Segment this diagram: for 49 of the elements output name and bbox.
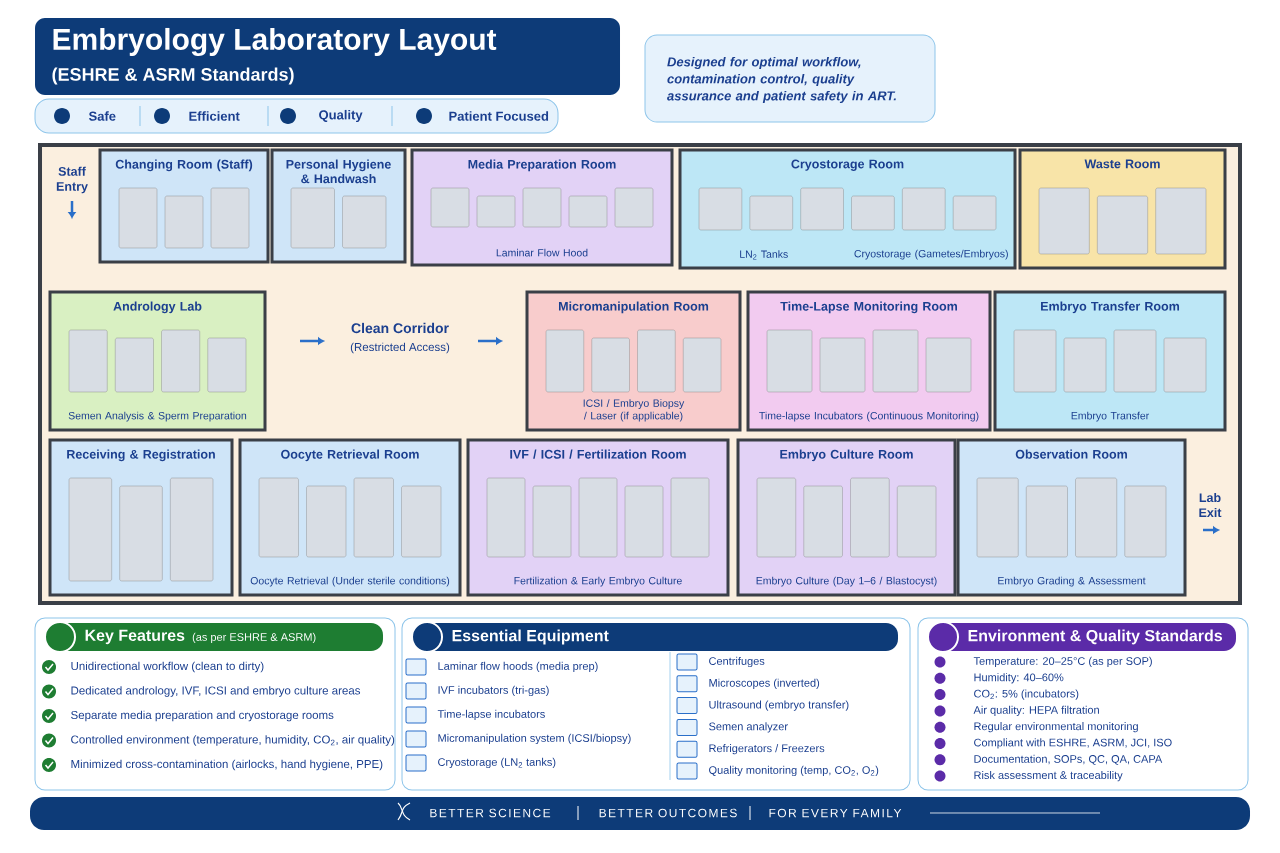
list-item: IVF incubators (tri-gas) — [438, 685, 549, 697]
list-item: Microscopes (inverted) — [709, 678, 820, 689]
list-item: Ultrasound (embryo transfer) — [709, 700, 849, 711]
room-caption: Time-lapse Incubators (Continuous Monitoring) — [759, 411, 979, 422]
list-item: Controlled environment (temperature, humidity, CO$_{2}$, air quality) — [71, 735, 395, 746]
corridor-label: Clean Corridor — [351, 322, 449, 334]
room-caption: Semen Analysis & Sperm Preparation — [68, 411, 247, 422]
subtitle: (ESHRE & ASRM Standards) — [52, 67, 294, 85]
list-item: Air quality: HEPA filtration — [973, 705, 1099, 716]
list-item: Refrigerators / Freezers — [709, 744, 825, 755]
door-label: Staff Entry — [56, 166, 88, 194]
list-item: Semen analyzer — [709, 722, 788, 733]
list-item: Documentation, SOPs, QC, QA, CAPA — [974, 754, 1163, 765]
footer-text: FOR EVERY FAMILY — [769, 808, 902, 818]
list-item: Micromanipulation system (ICSI/biopsy) — [438, 733, 631, 745]
room-caption: ICSI / Embryo Biopsy / Laser (if applicable) — [583, 399, 685, 422]
list-item: Cryostorage (LN$_{2}$ tanks) — [438, 757, 556, 769]
list-item: Minimized cross-contamination (airlocks, hand hygiene, PPE) — [71, 759, 383, 771]
badge-label: Safe — [88, 111, 116, 121]
room-caption: Embryo Transfer — [1071, 411, 1150, 422]
list-item: Centrifuges — [709, 656, 765, 668]
list-item: CO$_{2}$: 5% (incubators) — [974, 689, 1079, 700]
list-item: Compliant with ESHRE, ASRM, JCI, ISO — [974, 738, 1172, 749]
list-item: Humidity: 40–60% — [974, 673, 1064, 684]
list-item: Time-lapse incubators — [437, 709, 545, 721]
room-caption: Fertilization & Early Embryo Culture — [514, 576, 682, 587]
list-item: Laminar flow hoods (media prep) — [438, 661, 598, 673]
footer-text: BETTER OUTCOMES — [599, 808, 737, 818]
list-item: Unidirectional workflow (clean to dirty) — [71, 661, 264, 673]
title: Embryology Laboratory Layout — [53, 27, 497, 57]
badge-label: Quality — [319, 109, 363, 123]
list-item: Regular environmental monitoring — [974, 722, 1138, 733]
door-label: Lab Exit — [1199, 492, 1222, 518]
room-caption: LN$_{2}$ Tanks — [740, 250, 788, 260]
badge-label: Patient Focused — [449, 111, 549, 121]
room-caption: Laminar Flow Hood — [496, 248, 588, 257]
room-caption: Embryo Grading & Assessment — [998, 576, 1146, 587]
corridor-caption: (Restricted Access) — [350, 342, 450, 354]
footer-text: BETTER SCIENCE — [430, 808, 551, 818]
list-item: Temperature: 20–25°C (as per SOP) — [973, 656, 1152, 668]
room-caption: Embryo Culture (Day 1–6 / Blastocyst) — [756, 576, 937, 587]
quote-box: Designed for optimal workflow, contamination control, quality assurance and patient safety in ART. — [644, 34, 936, 123]
list-item: Separate media preparation and cryostorage rooms — [71, 710, 334, 722]
list-item: Risk assessment & traceability — [974, 770, 1123, 782]
list-item: Quality monitoring (temp, CO$_{2}$, O$_{2}$) — [709, 765, 879, 777]
room-caption: Oocyte Retrieval (Under sterile conditions) — [250, 576, 450, 587]
list-item: Dedicated andrology, IVF, ICSI and embryo culture areas — [71, 686, 361, 697]
room-caption: Cryostorage (Gametes/Embryos) — [854, 249, 1008, 260]
badge-label: Efficient — [189, 111, 240, 121]
